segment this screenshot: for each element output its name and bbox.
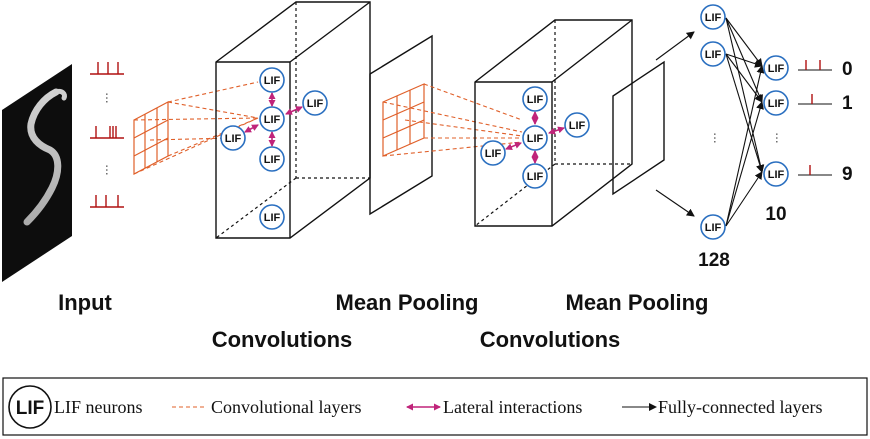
legend-lif-symbol: LIF [8, 385, 52, 429]
input-ellipsis-top: ... [103, 92, 117, 103]
svg-text:LIF: LIF [705, 222, 722, 234]
output-digit-0: 0 [842, 59, 853, 80]
hidden-count-label: 128 [698, 250, 730, 271]
input-ellipsis-bottom: ... [103, 164, 117, 175]
svg-text:LIF: LIF [768, 169, 785, 181]
lif-neuron: LIF [480, 140, 506, 166]
svg-text:LIF: LIF [527, 133, 544, 145]
lif-neuron: LIF [259, 204, 285, 230]
legend-lif-label: LIF neurons [54, 397, 143, 417]
lif-neuron: LIF [763, 90, 789, 116]
svg-text:LIF: LIF [485, 148, 502, 160]
lif-neuron: LIF [302, 90, 328, 116]
lif-neuron: LIF [763, 55, 789, 81]
lif-neuron: LIF [522, 125, 548, 151]
svg-text:LIF: LIF [705, 12, 722, 24]
svg-text:LIF: LIF [705, 49, 722, 61]
lif-neurons: LIF LIF LIF LIF LIF LIF LIF LIF LIF LIF … [220, 4, 789, 240]
lif-neuron: LIF [259, 67, 285, 93]
lif-neuron: LIF [259, 146, 285, 172]
lif-neuron: LIF [522, 163, 548, 189]
receptive-field-grid-2 [382, 83, 425, 157]
legend-conv-label: Convolutional layers [211, 397, 361, 417]
receptive-field-grid-1 [133, 101, 169, 175]
pool2-to-fc-arrow-top [655, 31, 695, 61]
svg-text:LIF: LIF [264, 212, 281, 224]
conv1-box [215, 1, 371, 239]
input-digit-image [2, 64, 72, 282]
svg-text:LIF: LIF [569, 120, 586, 132]
output-ellipsis: ... [773, 132, 787, 143]
convolutions-label-1: Convolutions [212, 327, 353, 352]
hidden-ellipsis: ... [711, 132, 725, 143]
pool1-plane [369, 34, 433, 216]
mean-pooling-label-1: Mean Pooling [336, 290, 479, 315]
svg-text:LIF: LIF [225, 133, 242, 145]
conv2-lateral-arrows [505, 111, 565, 164]
mean-pooling-label-2: Mean Pooling [566, 290, 709, 315]
output-digit-9: 9 [842, 164, 853, 185]
lif-neuron: LIF [220, 125, 246, 151]
fc-connections [725, 17, 765, 227]
legend-fc-label: Fully-connected layers [658, 397, 822, 417]
pool2-to-fc-arrow-bottom [655, 189, 695, 217]
lif-neuron: LIF [259, 106, 285, 132]
svg-text:LIF: LIF [264, 114, 281, 126]
lif-neuron: LIF [700, 214, 726, 240]
lif-neuron: LIF [564, 112, 590, 138]
legend: LIF LIF neurons Convolutional layers Lat… [2, 377, 868, 436]
output-digit-1: 1 [842, 93, 853, 114]
svg-text:LIF: LIF [768, 98, 785, 110]
output-spike-trains [798, 60, 832, 176]
lif-neuron: LIF [700, 41, 726, 67]
pool2-plane [612, 60, 665, 196]
conv1-lateral-arrows [244, 92, 303, 147]
svg-text:LIF: LIF [527, 171, 544, 183]
input-label: Input [58, 290, 112, 315]
svg-text:LIF: LIF [768, 63, 785, 75]
svg-text:LIF: LIF [264, 154, 281, 166]
lif-neuron: LIF [763, 161, 789, 187]
convolutions-label-2: Convolutions [480, 327, 621, 352]
output-count-label: 10 [765, 204, 786, 225]
svg-text:LIF: LIF [527, 94, 544, 106]
lif-neuron: LIF [700, 4, 726, 30]
lif-neuron: LIF [522, 86, 548, 112]
svg-text:LIF: LIF [264, 75, 281, 87]
svg-text:LIF: LIF [16, 398, 45, 419]
svg-text:LIF: LIF [307, 98, 324, 110]
input-spike-trains [90, 62, 124, 208]
conv2-box [474, 19, 633, 227]
legend-lateral-label: Lateral interactions [443, 397, 582, 417]
conv2-dashed-projections [382, 83, 523, 157]
